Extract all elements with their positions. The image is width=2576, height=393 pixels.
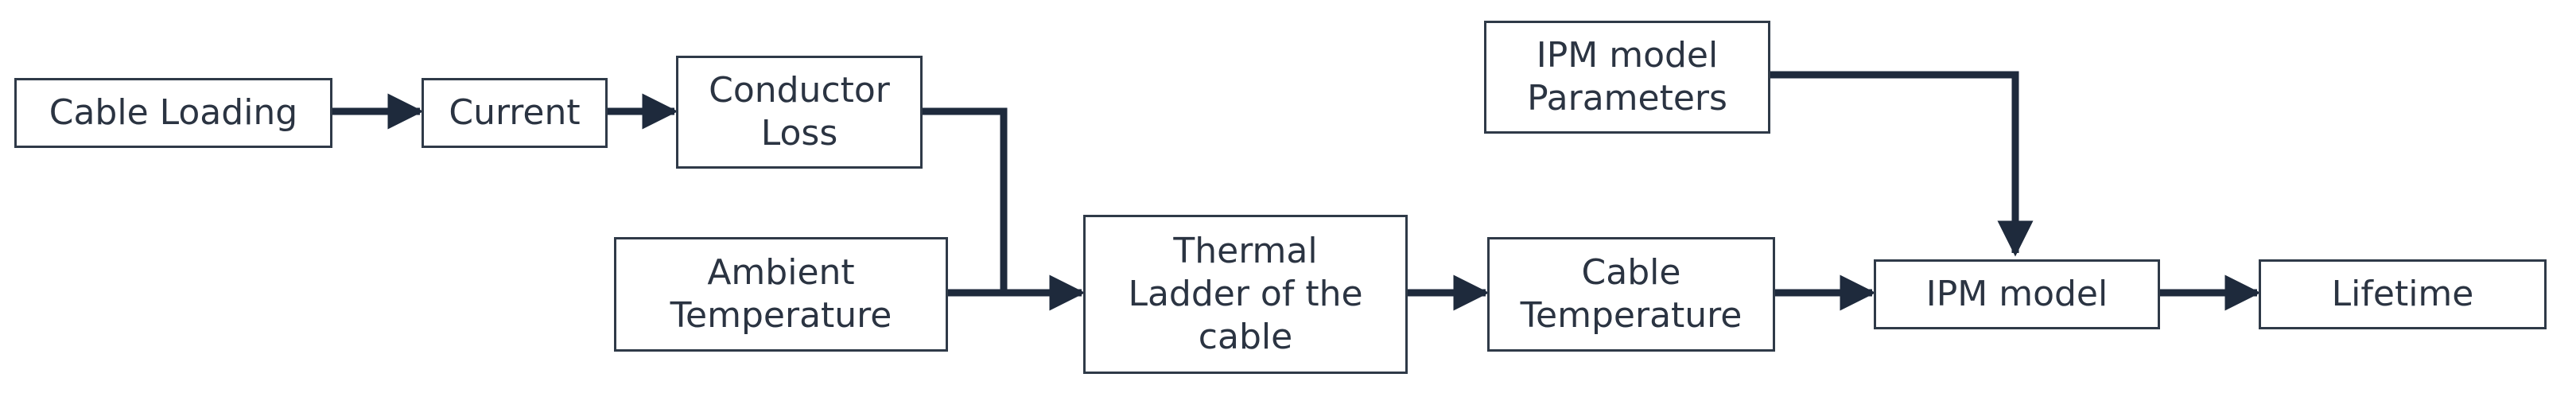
lifetime-label: Lifetime bbox=[2331, 274, 2474, 315]
ipm-parameters-label: IPM model Parameters bbox=[1527, 35, 1727, 119]
ipm-model-label: IPM model bbox=[1925, 274, 2108, 315]
cable-loading-label: Cable Loading bbox=[49, 92, 298, 134]
cable-temperature-box: Cable Temperature bbox=[1487, 237, 1775, 352]
ipm-parameters-box: IPM model Parameters bbox=[1484, 21, 1770, 134]
ambient-temperature-label: Ambient Temperature bbox=[670, 252, 892, 336]
current-label: Current bbox=[449, 92, 581, 134]
conductor-loss-label: Conductor Loss bbox=[709, 70, 890, 154]
conductor-loss-box: Conductor Loss bbox=[676, 56, 923, 169]
cable-temperature-label: Cable Temperature bbox=[1520, 252, 1743, 336]
lifetime-box: Lifetime bbox=[2259, 259, 2547, 329]
connector-conductor-loss-down bbox=[923, 107, 1008, 293]
arrow-ipm-parameters-to-ipm-model bbox=[1770, 71, 2034, 257]
ambient-temperature-box: Ambient Temperature bbox=[614, 237, 948, 352]
current-box: Current bbox=[422, 78, 608, 148]
thermal-ladder-box: Thermal Ladder of the cable bbox=[1083, 215, 1408, 374]
thermal-ladder-label: Thermal Ladder of the cable bbox=[1128, 231, 1363, 357]
ipm-model-box: IPM model bbox=[1874, 259, 2160, 329]
cable-loading-box: Cable Loading bbox=[14, 78, 332, 148]
